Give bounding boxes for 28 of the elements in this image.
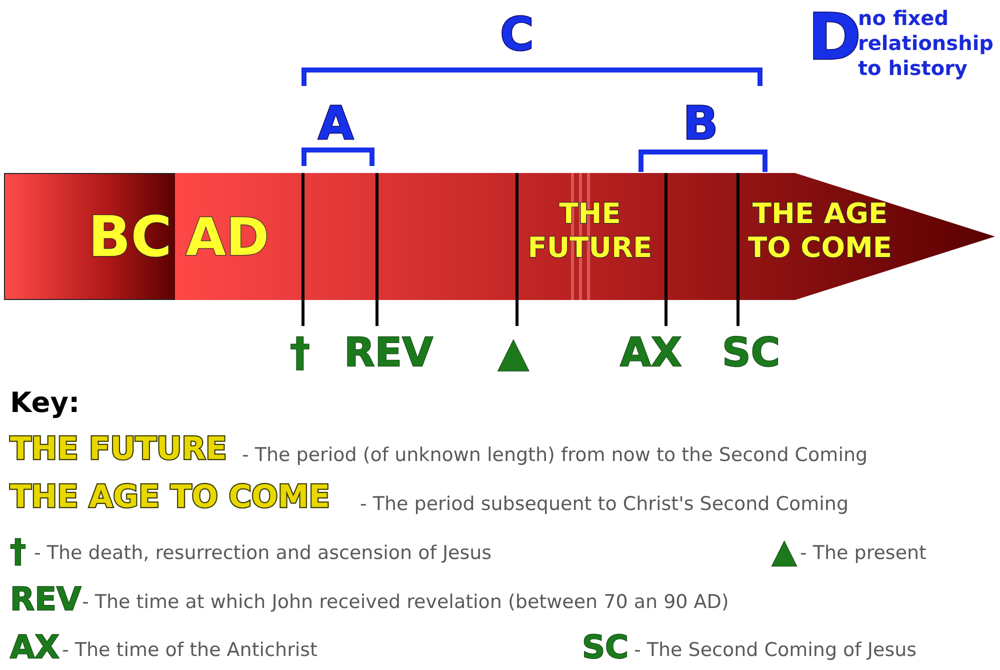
key-symbol: SC <box>582 629 629 666</box>
key-heading: Key: <box>10 387 80 420</box>
tick-label: ▲ <box>498 330 529 376</box>
key-symbol: REV <box>10 581 82 618</box>
period-label: THE FUTURE <box>526 197 654 264</box>
key-term: THE AGE TO COME <box>10 480 330 516</box>
period-label: THE AGE TO COME <box>747 197 893 264</box>
key-description: - The time at which John received revelation (between 70 an 90 AD) <box>82 592 729 614</box>
tick-label: SC <box>722 330 780 376</box>
bracket-letter: C <box>500 8 534 61</box>
key-symbol: ▲ <box>772 533 797 570</box>
key-description: - The time of the Antichrist <box>62 640 318 662</box>
key-term: THE FUTURE <box>10 432 227 468</box>
key-description: - The present <box>800 543 926 565</box>
era-box <box>4 173 176 300</box>
tick-label: † <box>290 330 310 376</box>
key-symbol: AX <box>10 629 60 666</box>
bracket-letter: B <box>683 97 718 150</box>
key-description: - The death, resurrection and ascension of Jesus <box>34 543 492 565</box>
key-symbol: † <box>10 533 26 570</box>
key-description: - The period subsequent to Christ's Second Coming <box>360 494 849 516</box>
era-label: AD <box>184 207 270 270</box>
key-description: - The Second Coming of Jesus <box>634 640 917 662</box>
tick-label: AX <box>620 330 682 376</box>
bracket-letter: A <box>318 97 354 150</box>
era-label: BC <box>87 204 173 272</box>
tick-label: REV <box>344 330 434 376</box>
key-description: - The period (of unknown length) from now to the Second Coming <box>242 445 868 467</box>
